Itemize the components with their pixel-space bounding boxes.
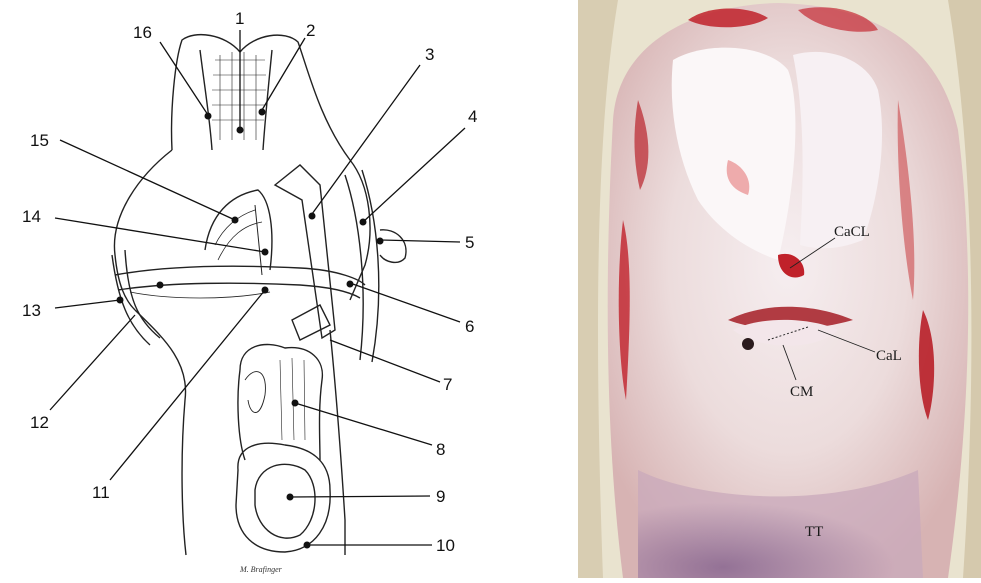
dissection-photo: CaCL CaL CM TT — [578, 0, 981, 578]
label-11: 11 — [92, 483, 110, 502]
label-9: 9 — [436, 487, 445, 506]
tibia-lateral-outline — [330, 330, 345, 555]
label-cacl: CaCL — [834, 224, 870, 240]
artist-signature: M. Brafinger — [239, 565, 283, 574]
label-13: 13 — [22, 301, 41, 320]
label-12: 12 — [30, 413, 49, 432]
label-14: 14 — [22, 207, 41, 226]
label-16: 16 — [133, 23, 152, 42]
knee-line-drawing: 1 2 3 4 5 6 7 8 9 10 11 12 13 14 15 16 M… — [0, 0, 560, 578]
dissection-photo-panel: CaCL CaL CM TT — [578, 0, 981, 578]
label-3: 3 — [425, 45, 434, 64]
label-8: 8 — [436, 440, 445, 459]
label-6: 6 — [465, 317, 474, 336]
medial-condyle-outline — [114, 150, 172, 310]
label-tt: TT — [805, 524, 823, 540]
label-1: 1 — [235, 9, 244, 28]
label-15: 15 — [30, 131, 49, 150]
anatomical-drawing-panel: 1 2 3 4 5 6 7 8 9 10 11 12 13 14 15 16 M… — [0, 0, 560, 578]
label-7: 7 — [443, 375, 452, 394]
label-cm: CM — [790, 384, 813, 400]
label-2: 2 — [306, 21, 315, 40]
label-5: 5 — [465, 233, 474, 252]
label-4: 4 — [468, 107, 477, 126]
label-10: 10 — [436, 536, 455, 555]
label-cal: CaL — [876, 348, 902, 364]
tibia-medial-outline — [135, 310, 186, 555]
